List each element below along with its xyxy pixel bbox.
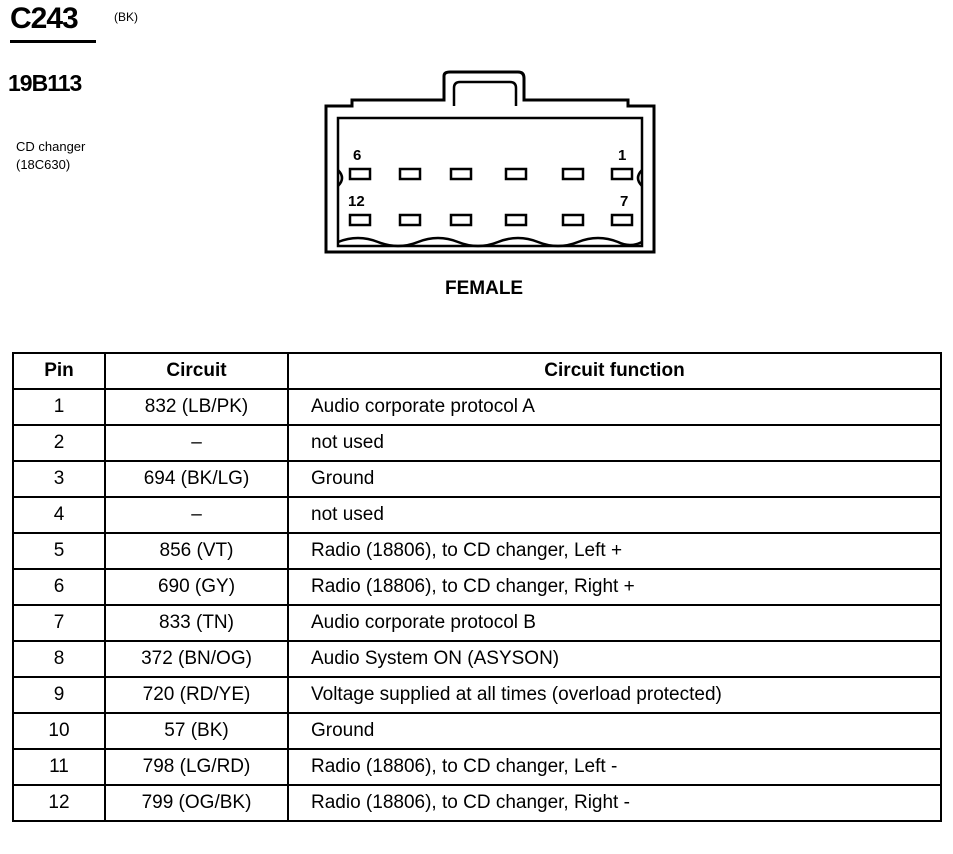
function-cell: Radio (18806), to CD changer, Left + — [287, 532, 942, 570]
table-row: 9 720 (RD/YE) Voltage supplied at all ti… — [12, 676, 942, 714]
pin-cell: 5 — [12, 532, 106, 570]
pin-label-1: 1 — [618, 147, 626, 164]
pin-slot — [504, 167, 528, 181]
pin-slot — [610, 213, 634, 227]
pin-slot — [398, 167, 422, 181]
pin-cell: 9 — [12, 676, 106, 714]
header-function: Circuit function — [287, 352, 942, 390]
pin-cell: 8 — [12, 640, 106, 678]
pin-label-6: 6 — [353, 147, 361, 164]
pin-cell: 2 — [12, 424, 106, 462]
pin-label-12: 12 — [348, 193, 365, 210]
header-pin: Pin — [12, 352, 106, 390]
part-number: 19B113 — [8, 70, 82, 96]
component-code: (18C630) — [16, 157, 71, 172]
connector-color: (BK) — [114, 10, 138, 24]
pinout-table: Pin Circuit Circuit function 1 832 (LB/P… — [12, 352, 942, 822]
function-cell: Radio (18806), to CD changer, Right - — [287, 784, 942, 822]
circuit-cell: 690 (GY) — [104, 568, 289, 606]
function-cell: Voltage supplied at all times (overload … — [287, 676, 942, 714]
header-circuit: Circuit — [104, 352, 289, 390]
table-row: 4 – not used — [12, 496, 942, 534]
view-label: FEMALE — [445, 278, 524, 299]
connector-id-underline — [10, 40, 96, 43]
function-cell: not used — [287, 424, 942, 462]
pin-label-7: 7 — [620, 193, 628, 210]
pin-slot — [449, 213, 473, 227]
function-cell: not used — [287, 496, 942, 534]
pin-slot — [561, 213, 585, 227]
pin-cell: 10 — [12, 712, 106, 750]
pin-cell: 4 — [12, 496, 106, 534]
pin-cell: 3 — [12, 460, 106, 498]
pin-slot — [561, 167, 585, 181]
connector-latch — [452, 80, 518, 106]
pin-slot — [610, 167, 634, 181]
table-row: 10 57 (BK) Ground — [12, 712, 942, 750]
connector-inner-body — [336, 116, 644, 248]
component-name: CD changer — [16, 139, 86, 154]
circuit-cell: 798 (LG/RD) — [104, 748, 289, 786]
pin-cell: 7 — [12, 604, 106, 642]
function-cell: Audio corporate protocol B — [287, 604, 942, 642]
table-row: 8 372 (BN/OG) Audio System ON (ASYSON) — [12, 640, 942, 678]
function-cell: Radio (18806), to CD changer, Right + — [287, 568, 942, 606]
circuit-cell: – — [104, 496, 289, 534]
pin-cell: 1 — [12, 388, 106, 426]
connector-id: C243 — [10, 2, 79, 35]
pin-cell: 6 — [12, 568, 106, 606]
connector-bottom-scallops — [337, 236, 643, 248]
pin-cell: 11 — [12, 748, 106, 786]
table-row: 6 690 (GY) Radio (18806), to CD changer,… — [12, 568, 942, 606]
circuit-cell: 856 (VT) — [104, 532, 289, 570]
table-row: 11 798 (LG/RD) Radio (18806), to CD chan… — [12, 748, 942, 786]
pin-slot — [348, 213, 372, 227]
circuit-cell: 832 (LB/PK) — [104, 388, 289, 426]
function-cell: Ground — [287, 712, 942, 750]
function-cell: Ground — [287, 460, 942, 498]
pin-slot — [348, 167, 372, 181]
table-header-row: Pin Circuit Circuit function — [12, 352, 942, 390]
table-row: 1 832 (LB/PK) Audio corporate protocol A — [12, 388, 942, 426]
table-row: 5 856 (VT) Radio (18806), to CD changer,… — [12, 532, 942, 570]
table-row: 7 833 (TN) Audio corporate protocol B — [12, 604, 942, 642]
pin-slot — [398, 213, 422, 227]
connector-housing — [324, 70, 656, 254]
circuit-cell: 57 (BK) — [104, 712, 289, 750]
pin-cell: 12 — [12, 784, 106, 822]
circuit-cell: 372 (BN/OG) — [104, 640, 289, 678]
pin-slot — [449, 167, 473, 181]
table-row: 12 799 (OG/BK) Radio (18806), to CD chan… — [12, 784, 942, 822]
circuit-cell: 799 (OG/BK) — [104, 784, 289, 822]
component-info: CD changer (18C630) — [16, 138, 85, 174]
table-row: 3 694 (BK/LG) Ground — [12, 460, 942, 498]
connector-face-diagram: 6 1 12 7 — [324, 70, 656, 254]
circuit-cell: 694 (BK/LG) — [104, 460, 289, 498]
circuit-cell: 720 (RD/YE) — [104, 676, 289, 714]
circuit-cell: – — [104, 424, 289, 462]
pin-slot — [504, 213, 528, 227]
function-cell: Audio corporate protocol A — [287, 388, 942, 426]
circuit-cell: 833 (TN) — [104, 604, 289, 642]
function-cell: Radio (18806), to CD changer, Left - — [287, 748, 942, 786]
table-row: 2 – not used — [12, 424, 942, 462]
function-cell: Audio System ON (ASYSON) — [287, 640, 942, 678]
